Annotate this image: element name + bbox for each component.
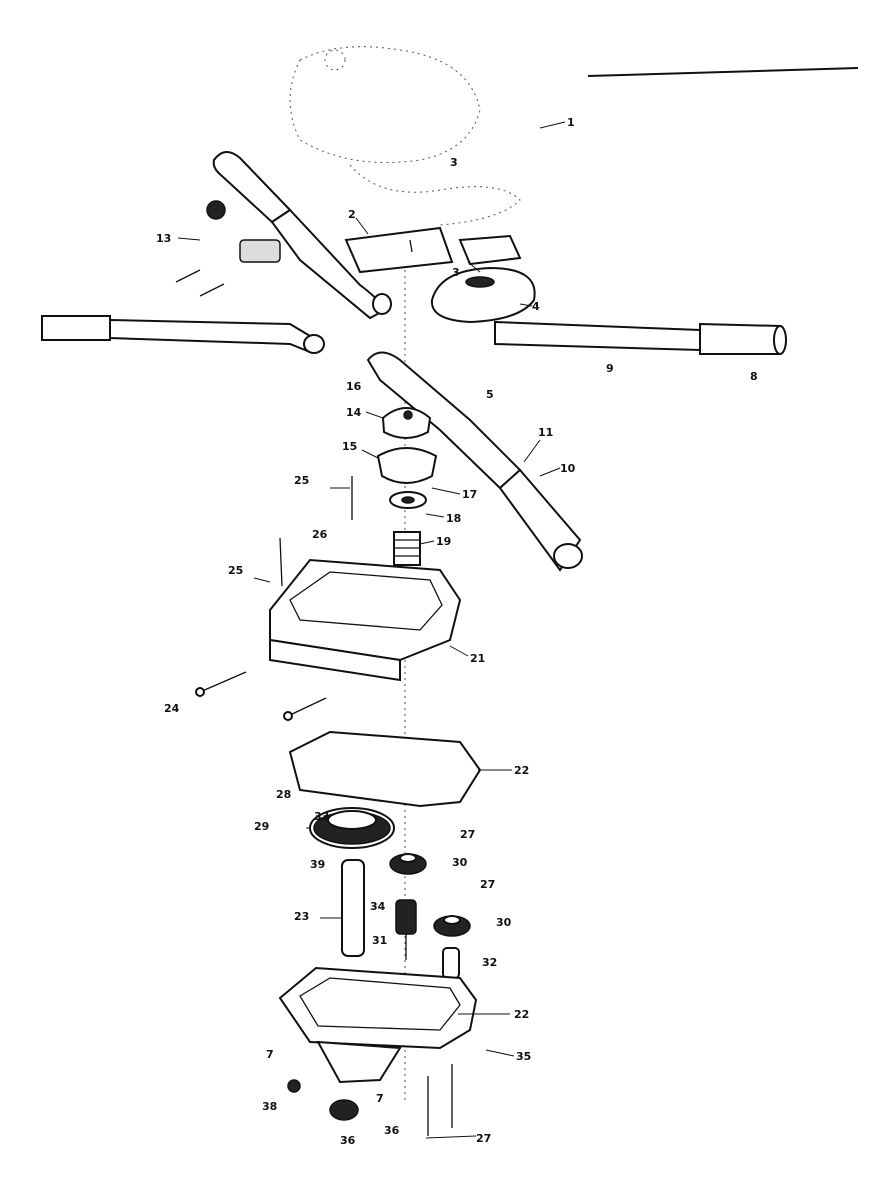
label-25b: 25 xyxy=(228,564,243,577)
label-27b: 27 xyxy=(480,878,495,891)
worm-gear xyxy=(395,899,417,960)
label-11: 11 xyxy=(538,426,553,439)
prop-hub xyxy=(287,1079,359,1121)
label-18: 18 xyxy=(446,512,461,525)
label-27a: 27 xyxy=(460,828,475,841)
housing-gasket xyxy=(288,730,482,808)
label-15: 15 xyxy=(342,440,357,453)
label-24: 24 xyxy=(164,702,180,715)
large-gear xyxy=(309,807,395,849)
bushing xyxy=(442,947,460,979)
cover-plate xyxy=(344,226,454,274)
long-bolts xyxy=(427,1064,453,1136)
part-labels: 1 2 3 3 4 5 8 9 10 11 13 14 15 16 17 18 … xyxy=(156,116,758,1147)
label-19: 19 xyxy=(436,535,451,548)
label-14: 14 xyxy=(346,406,362,419)
label-22b: 22 xyxy=(514,1008,529,1021)
label-30b: 30 xyxy=(496,916,512,929)
label-29: 29 xyxy=(254,820,269,833)
bolts xyxy=(195,476,353,721)
label-4: 4 xyxy=(532,300,540,313)
label-38: 38 xyxy=(262,1100,277,1113)
cap xyxy=(430,266,536,324)
handle-tube-right xyxy=(494,320,787,355)
label-5: 5 xyxy=(486,388,494,401)
handle-tube-left xyxy=(41,315,325,354)
label-25a: 25 xyxy=(294,474,309,487)
label-9: 9 xyxy=(606,362,614,375)
label-3b: 3 xyxy=(452,266,460,279)
gasket xyxy=(458,234,522,266)
label-7b: 7 xyxy=(376,1092,384,1105)
label-30a: 30 xyxy=(452,856,468,869)
bearing-stack xyxy=(376,407,438,566)
label-36b: 36 xyxy=(340,1134,356,1147)
label-17: 17 xyxy=(462,488,477,501)
label-33: 33 xyxy=(314,810,329,823)
label-32: 32 xyxy=(482,956,497,969)
label-16: 16 xyxy=(346,380,362,393)
label-2: 2 xyxy=(348,208,356,221)
handle-tube-lower-right xyxy=(366,351,583,572)
upper-housing xyxy=(269,558,462,682)
label-28: 28 xyxy=(276,788,291,801)
label-21: 21 xyxy=(470,652,485,665)
label-27c: 27 xyxy=(476,1132,491,1145)
label-3a: 3 xyxy=(450,156,458,169)
drive-shaft xyxy=(341,859,365,957)
lower-housing xyxy=(278,966,478,1084)
label-7a: 7 xyxy=(266,1048,274,1061)
leader-lines xyxy=(177,121,566,1139)
small-gears xyxy=(389,853,471,937)
label-31: 31 xyxy=(372,934,387,947)
label-1: 1 xyxy=(567,116,575,129)
label-34: 34 xyxy=(370,900,386,913)
label-10: 10 xyxy=(560,462,576,475)
label-26: 26 xyxy=(312,528,328,541)
label-8: 8 xyxy=(750,370,758,383)
handle-tube-upper-left xyxy=(212,151,392,320)
engine-outline xyxy=(289,46,521,226)
label-23: 23 xyxy=(294,910,309,923)
top-rule xyxy=(587,67,859,77)
label-13: 13 xyxy=(156,232,171,245)
throttle-parts xyxy=(175,200,281,297)
label-36: 36 xyxy=(384,1124,400,1137)
label-22a: 22 xyxy=(514,764,529,777)
label-35: 35 xyxy=(516,1050,531,1063)
label-39: 39 xyxy=(310,858,325,871)
